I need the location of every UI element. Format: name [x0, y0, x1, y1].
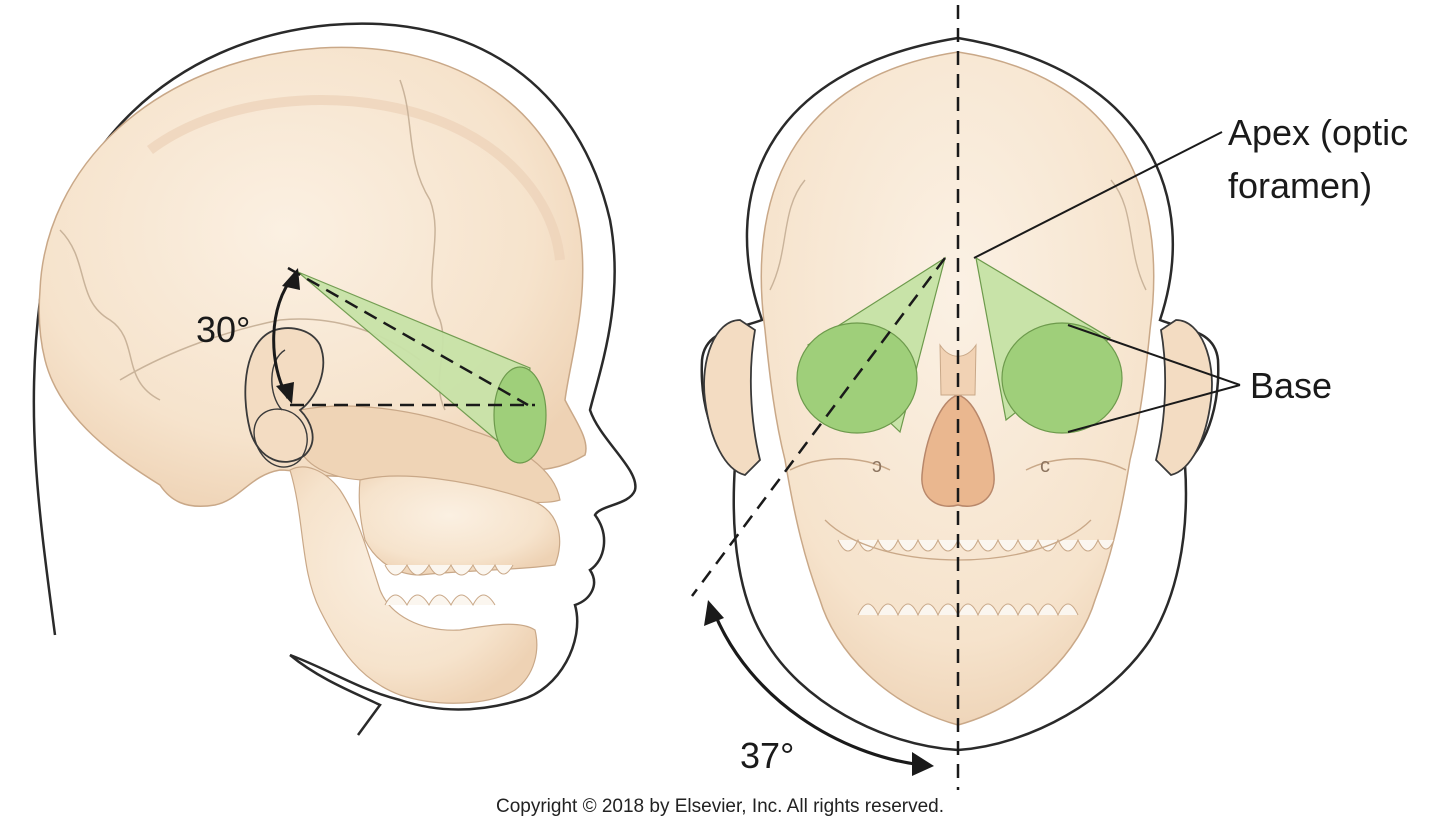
copyright-notice: Copyright © 2018 by Elsevier, Inc. All r…	[496, 796, 944, 817]
frontal-suture-left	[769, 179, 806, 291]
lateral-orbit-base	[493, 366, 547, 464]
frontal-suture-right	[1110, 179, 1147, 291]
lateral-angle-arrowhead-bottom	[276, 382, 294, 404]
frontal-orbit-axis	[690, 257, 947, 597]
frontal-nasal-bone	[939, 343, 977, 396]
frontal-ear-left	[703, 319, 761, 476]
frontal-angle-arrowhead-top	[704, 600, 724, 626]
lateral-teeth	[384, 563, 514, 607]
lateral-mandible	[289, 466, 538, 704]
frontal-ear-right	[1155, 319, 1213, 476]
frontal-head-outline	[700, 36, 1220, 752]
lateral-lambdoid-suture	[59, 229, 161, 401]
lateral-ear-inner	[271, 349, 286, 411]
frontal-zygoma-right	[1025, 458, 1127, 471]
frontal-foramen-left: ↄ	[872, 455, 882, 477]
frontal-zygoma-left	[789, 458, 891, 471]
frontal-angle-arc	[712, 611, 923, 767]
lateral-skull-view: 30°	[32, 22, 637, 736]
lateral-brow-ridge	[147, 95, 565, 261]
apex-leader-line	[973, 131, 1223, 259]
lateral-angle-arrowhead-top	[282, 268, 300, 290]
frontal-angle-label: 37°	[740, 735, 794, 776]
lateral-ear-lobe-ring	[253, 408, 308, 468]
lateral-neck-line	[289, 654, 382, 736]
lateral-angle-label: 30°	[196, 309, 250, 350]
frontal-angle-arrowhead-bottom	[912, 752, 934, 776]
apex-label-line2: foramen)	[1228, 165, 1372, 206]
base-label: Base	[1250, 365, 1332, 406]
lateral-maxilla	[358, 475, 561, 576]
base-leader-line-upper	[1067, 324, 1241, 386]
frontal-teeth	[837, 538, 1115, 617]
frontal-foramen-right: c	[1040, 455, 1050, 477]
frontal-orbit-base-right	[1001, 322, 1123, 434]
base-leader-line-lower	[1067, 384, 1241, 433]
frontal-skull-view: ↄ c 37° Apex (optic foramen) Base	[690, 5, 1408, 790]
frontal-orbit-base-left	[796, 322, 918, 434]
apex-label-line1: Apex (optic	[1228, 112, 1408, 153]
lateral-orbit-axis	[287, 266, 529, 407]
